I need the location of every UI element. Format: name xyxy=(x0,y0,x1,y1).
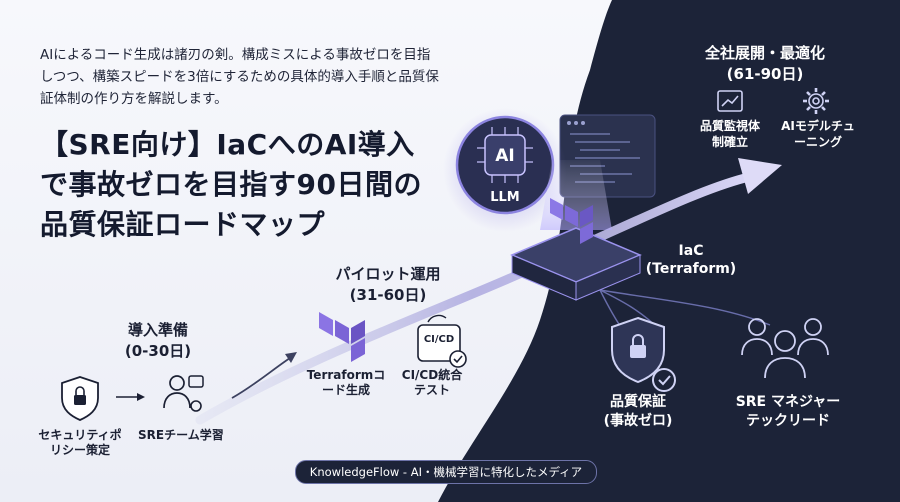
llm-label: LLM xyxy=(490,190,520,205)
phase-prep-period: (0-30日) xyxy=(124,342,192,360)
roadmap-arrow-head xyxy=(738,158,782,194)
cicd-badge-text: CI/CD xyxy=(423,334,455,345)
quality-assurance-label: 品質保証 (事故ゼロ) xyxy=(590,393,686,431)
sre-manager-line2: テックリード xyxy=(746,413,830,429)
phase-prep: 導入準備 (0-30日) xyxy=(98,320,218,362)
sre-manager-label: SRE マネジャー テックリード xyxy=(728,393,848,431)
shield-lock-icon xyxy=(61,376,99,421)
gear-icon xyxy=(803,88,829,114)
sre-learning-icon xyxy=(163,375,204,412)
terraform-logo-pilot xyxy=(319,312,365,362)
intro-text: AIによるコード生成は諸刃の剣。構成ミスによる事故ゼロを目指しつつ、構築スピード… xyxy=(40,47,439,107)
phase-rollout-name: 全社展開・最適化 xyxy=(704,44,825,62)
cicd-icon xyxy=(417,314,467,368)
quality-monitor-label: 品質監視体制確立 xyxy=(699,119,760,149)
security-policy-label: セキュリティポリシー策定 xyxy=(38,428,122,457)
cicd-test-label: CI/CD統合テスト xyxy=(401,368,463,397)
iac-name: IaC xyxy=(678,243,704,259)
chart-monitor-icon xyxy=(717,90,743,112)
quality-name: 品質保証 xyxy=(610,394,666,410)
footer-badge: KnowledgeFlow - AI・機械学習に特化したメディア xyxy=(295,460,597,484)
sre-manager-group-icon xyxy=(741,318,829,379)
phase-prep-name: 導入準備 xyxy=(127,321,188,339)
ai-badge: AI xyxy=(495,146,515,166)
arrow-to-pilot xyxy=(231,357,291,399)
phase-rollout: 全社展開・最適化 (61-90日) xyxy=(690,43,840,85)
phase-pilot-name: パイロット運用 xyxy=(335,265,441,283)
terraform-codegen-label: Terraformコード生成 xyxy=(306,368,386,397)
page-title: 【SRE向け】IaCへのAI導入で事故ゼロを目指す90日間の品質保証ロードマップ xyxy=(40,128,422,241)
iac-sub: (Terraform) xyxy=(645,261,737,277)
iac-platform xyxy=(510,198,642,301)
phase-pilot: パイロット運用 (31-60日) xyxy=(318,264,458,306)
iac-label: IaC (Terraform) xyxy=(636,242,746,278)
quality-sub: (事故ゼロ) xyxy=(603,413,673,429)
quality-shield-icon xyxy=(611,316,676,392)
sre-manager-line1: SRE マネジャー xyxy=(735,394,841,410)
ai-tuning-label: AIモデルチューニング xyxy=(781,119,855,149)
phase-rollout-period: (61-90日) xyxy=(726,65,804,83)
sre-training-label: SREチーム学習 xyxy=(138,428,224,442)
phase-pilot-period: (31-60日) xyxy=(349,286,427,304)
